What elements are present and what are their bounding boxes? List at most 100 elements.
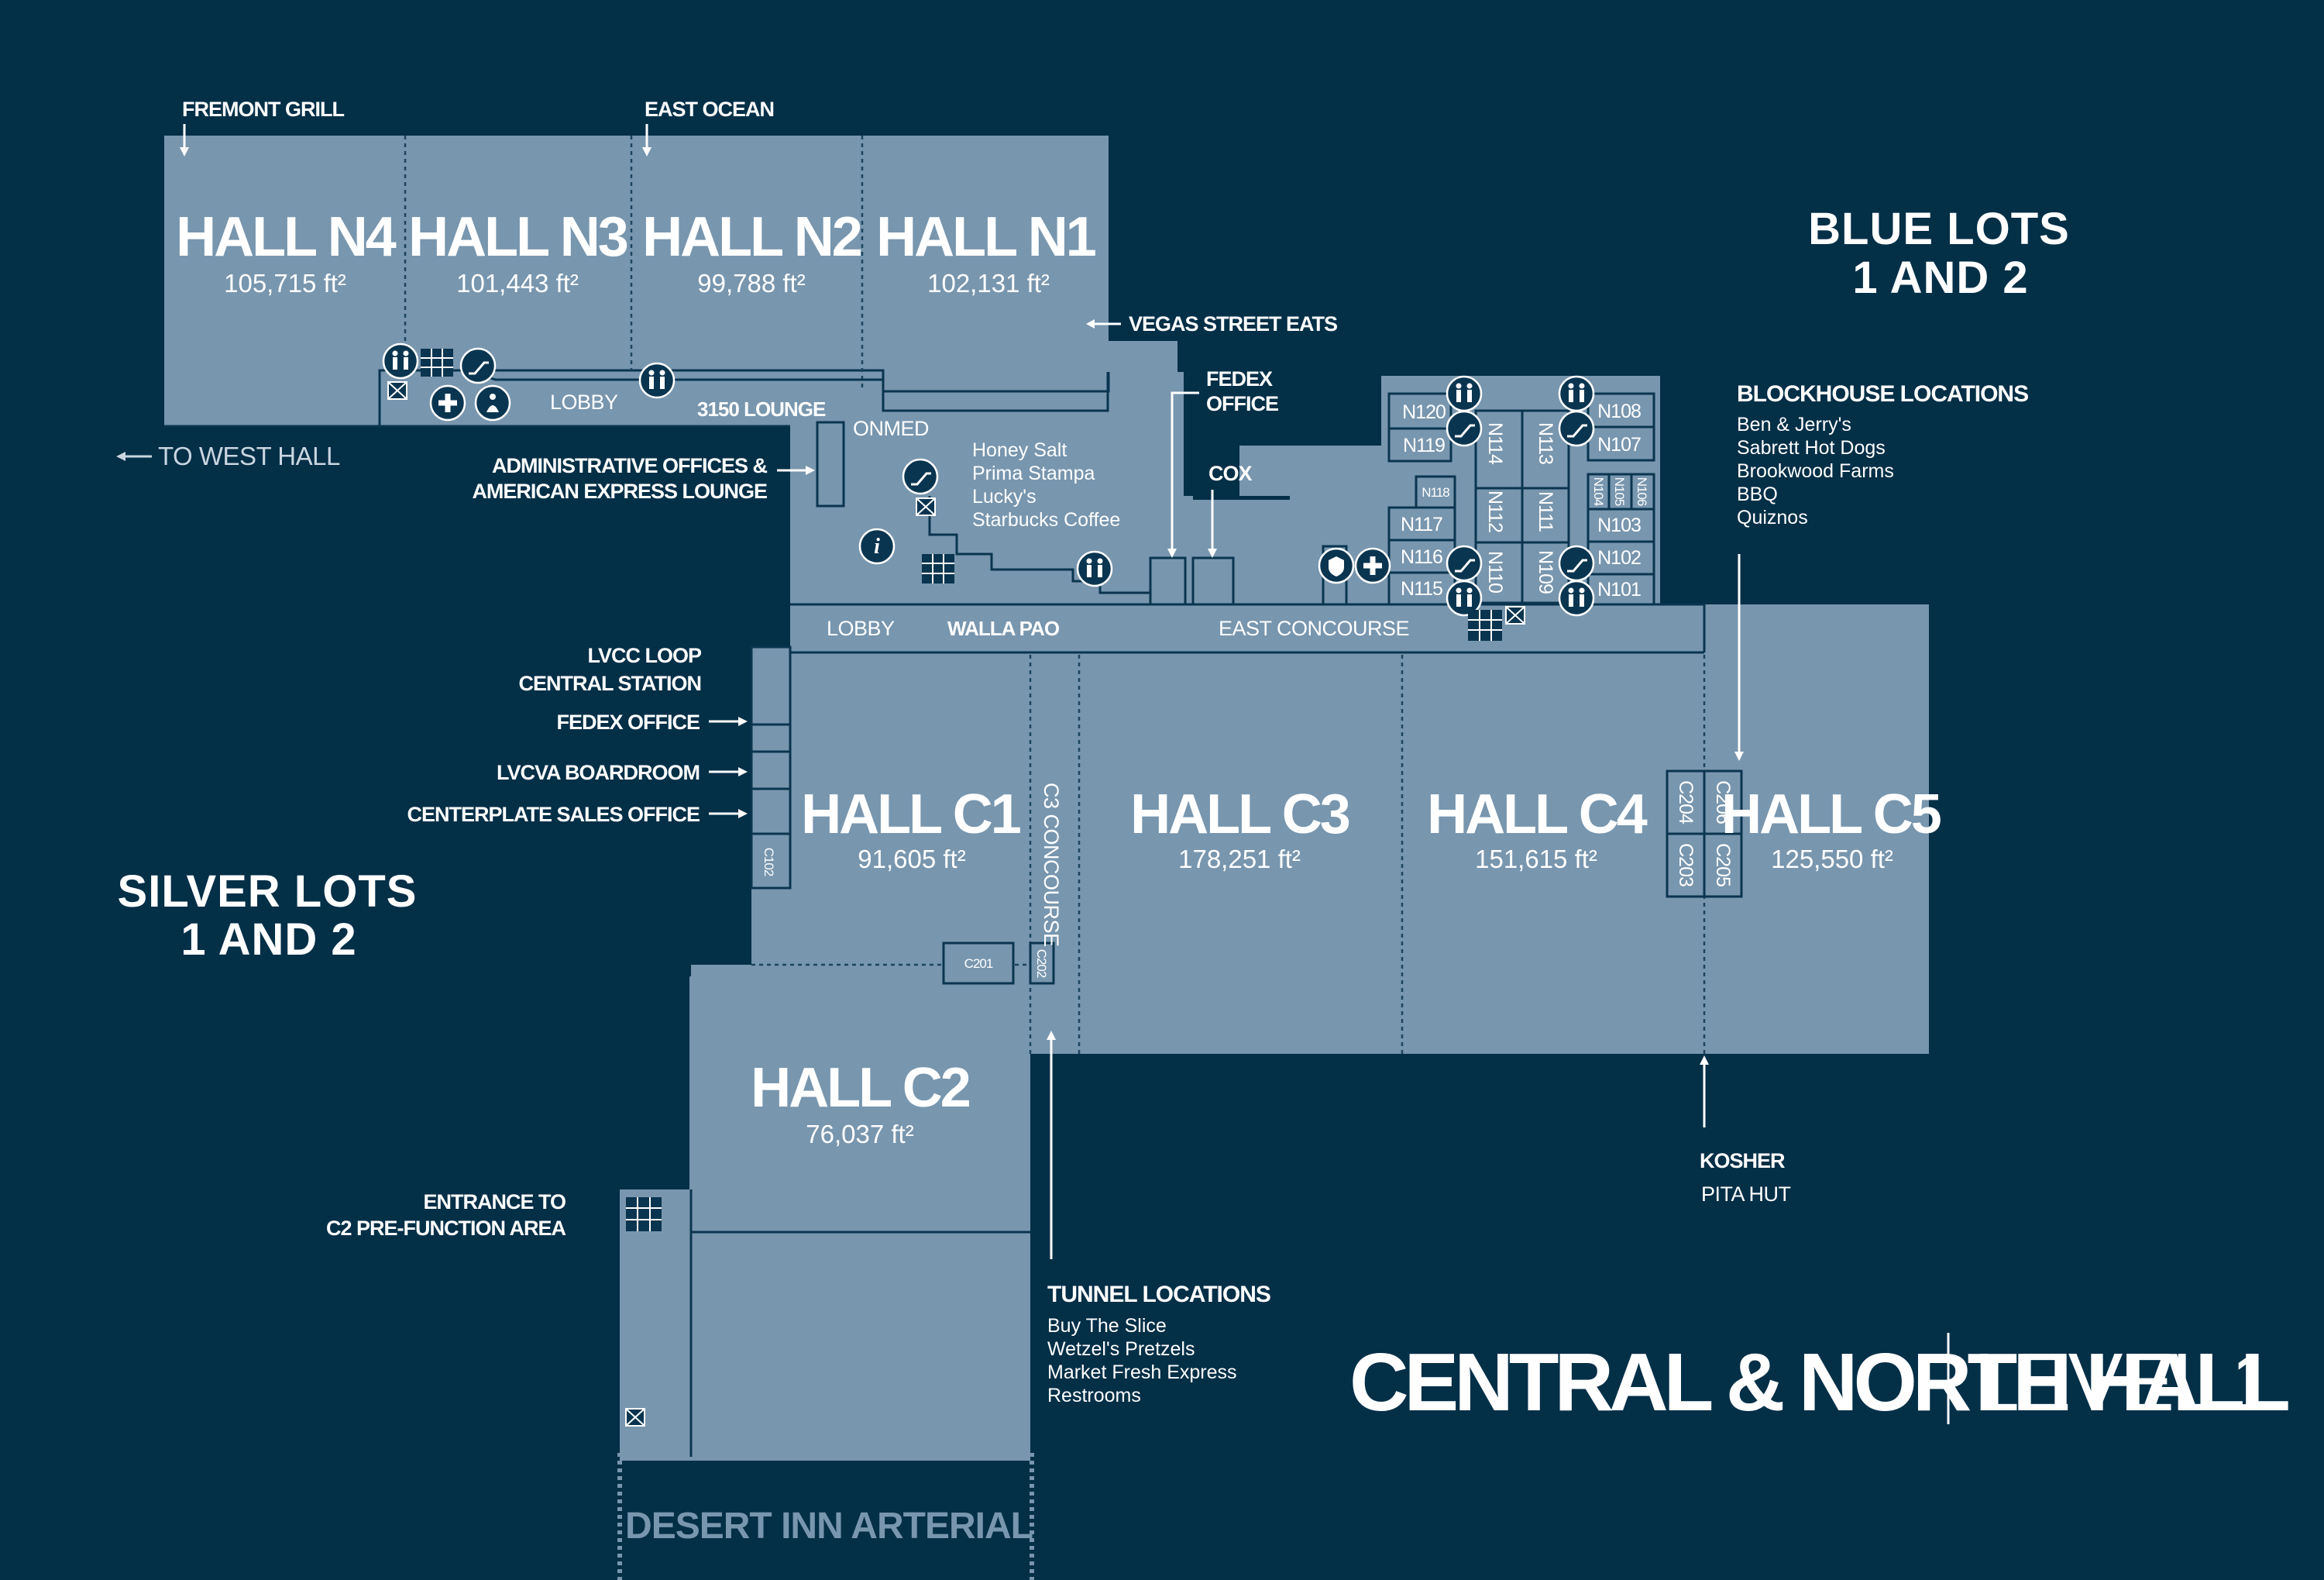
lvcva-boardroom-box (750, 750, 792, 790)
to-west-hall-label: TO WEST HALL (158, 442, 340, 470)
room-n106-label: N106 (1635, 477, 1649, 506)
room-c204-label: C204 (1675, 780, 1697, 824)
blue-lots-line1: BLUE LOTS (1808, 204, 2070, 254)
hall-c5-name: HALL C5 (1721, 783, 1941, 845)
tunnel-item-1: Buy The Slice (1047, 1315, 1167, 1337)
fedex-office-top-line2: OFFICE (1206, 392, 1278, 415)
hall-labels: HALL N4 105,715 ft² HALL N3 101,443 ft² … (176, 206, 1944, 1148)
lvcva-boardroom-label: LVCVA BOARDROOM (497, 761, 700, 784)
admin-offices-arrowhead (806, 466, 815, 475)
escalator-icon (1558, 410, 1595, 447)
room-n108-label: N108 (1597, 401, 1641, 422)
title-main: CENTRAL & NORTH HALL (1349, 1337, 2288, 1428)
east-concourse-label: EAST CONCOURSE (1219, 617, 1409, 640)
cox-box (1191, 556, 1235, 606)
kosher-label: KOSHER (1700, 1149, 1785, 1172)
east-ocean-arrowhead (642, 147, 651, 157)
lots: BLUE LOTS 1 AND 2 SILVER LOTS 1 AND 2 DE… (118, 204, 2070, 1547)
entrance-c2-line1: ENTRANCE TO (423, 1190, 566, 1213)
east-concourse-strip (790, 604, 1704, 655)
n108-box (1587, 392, 1655, 429)
blockhouse-item-3: Brookwood Farms (1737, 460, 1894, 482)
room-c202-label: C202 (1034, 949, 1049, 978)
room-c203-label: C203 (1675, 843, 1697, 886)
desert-inn-arterial-label: DESERT INN ARTERIAL (625, 1506, 1033, 1547)
blockhouse-arrowhead (1734, 752, 1744, 761)
tunnel-item-4: Restrooms (1047, 1385, 1141, 1406)
room-n103-label: N103 (1597, 515, 1641, 536)
restroom-icon (1558, 375, 1595, 412)
icons: i (382, 343, 1595, 1427)
inmap-labels: LOBBY 3150 LOUNGE ONMED LOBBY WALLA PAO … (550, 391, 1410, 947)
c2-prefunction-block (620, 1189, 1030, 1461)
tunnel-item-2: Wetzel's Pretzels (1047, 1338, 1195, 1360)
room-labels: N120 N119 N118 N117 N116 N115 N114 N113 … (761, 401, 1734, 978)
fedex-office-c-box (750, 723, 792, 753)
escalator-icon (1446, 545, 1483, 582)
nursing-room-icon (474, 384, 511, 422)
hall-c2-area: 76,037 ft² (806, 1120, 913, 1148)
vegas-street-eats-arrowhead (1086, 319, 1095, 329)
hall-n3-name: HALL N3 (408, 206, 627, 268)
room-n119-label: N119 (1403, 435, 1445, 456)
blockhouse-item-5: Quiznos (1737, 507, 1808, 528)
fedex-office-top-line1: FEDEX (1206, 367, 1273, 391)
tunnel-heading: TUNNEL LOCATIONS (1047, 1282, 1270, 1307)
walla-pao-label: WALLA PAO (947, 617, 1060, 640)
escalator-icon (1446, 410, 1483, 447)
vegas-street-eats-label: VEGAS STREET EATS (1129, 312, 1337, 336)
mailbox-icon (625, 1408, 645, 1427)
hall-c2-block (691, 965, 1030, 1232)
blockhouse-item-4: BBQ (1737, 484, 1778, 505)
centerplate-label: CENTERPLATE SALES OFFICE (407, 803, 700, 826)
c201-box (942, 941, 1015, 985)
c102-box (750, 832, 792, 890)
mailbox-icon (1505, 606, 1525, 625)
hall-c4-name: HALL C4 (1427, 783, 1648, 845)
c3-concourse-label: C3 CONCOURSE (1040, 783, 1063, 947)
lobby-north-label: LOBBY (550, 391, 618, 414)
room-c205-label: C205 (1712, 843, 1734, 886)
cox-arrowhead (1208, 549, 1217, 558)
restroom-icon (638, 362, 676, 399)
hall-n1-area: 102,131 ft² (927, 269, 1050, 298)
escalator-icon (459, 347, 497, 384)
kosher-arrowhead (1700, 1055, 1709, 1065)
hall-c1-name: HALL C1 (801, 783, 1021, 845)
tunnel-item-3: Market Fresh Express (1047, 1361, 1237, 1383)
restroom-icon (1446, 375, 1483, 412)
hall-c5-area: 125,550 ft² (1771, 845, 1893, 873)
lounge-3150-label: 3150 LOUNGE (697, 398, 826, 421)
hall-n2-name: HALL N2 (642, 206, 861, 268)
admin-offices-line1: ADMINISTRATIVE OFFICES & (492, 454, 768, 477)
room-n109-label: N109 (1535, 550, 1556, 594)
n117-box (1387, 506, 1456, 542)
n104-box (1587, 473, 1611, 511)
lobby-food-2: Prima Stampa (972, 463, 1095, 484)
room-n102-label: N102 (1597, 547, 1641, 569)
fedex-office-c-arrowhead (738, 717, 748, 726)
pita-hut-label: PITA HUT (1701, 1182, 1791, 1206)
lvcva-boardroom-arrowhead (738, 767, 748, 776)
hall-n3-area: 101,443 ft² (456, 269, 579, 298)
room-n120-label: N120 (1402, 401, 1446, 423)
hall-n1-name: HALL N1 (876, 206, 1096, 268)
fedex-office-top-arrow (1171, 391, 1199, 552)
room-n113-label: N113 (1535, 422, 1556, 464)
centerplate-box (750, 787, 792, 835)
blockhouse-heading: BLOCKHOUSE LOCATIONS (1737, 381, 2028, 407)
to-west-hall-arrowhead (116, 452, 125, 461)
room-c206-label: C206 (1712, 780, 1734, 824)
mailbox-icon (387, 381, 407, 400)
info-icon: i (858, 528, 896, 565)
room-n114-label: N114 (1484, 422, 1506, 465)
escalator-icon (902, 458, 939, 495)
security-icon (1318, 547, 1355, 584)
admin-offices-line2: AMERICAN EXPRESS LOUNGE (472, 480, 767, 503)
svg-text:i: i (874, 535, 880, 559)
mailbox-icon (916, 497, 936, 516)
hall-c1-area: 91,605 ft² (858, 845, 965, 873)
stairs-icon (1468, 610, 1502, 641)
lobby-food-3: Lucky's (972, 486, 1037, 508)
